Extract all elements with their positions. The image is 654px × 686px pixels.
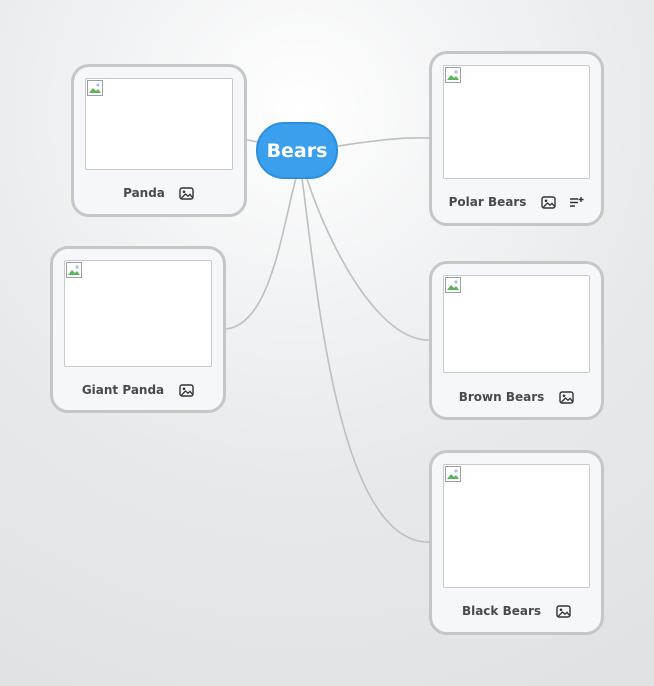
topic-label: Polar Bears — [448, 195, 527, 209]
image-icon[interactable] — [558, 389, 574, 405]
topic-image-placeholder — [443, 464, 590, 588]
notes-icon[interactable] — [568, 194, 584, 210]
broken-image-icon — [445, 277, 461, 293]
topic-image-placeholder — [443, 275, 590, 373]
topic-image-placeholder — [64, 260, 212, 367]
broken-image-icon — [66, 262, 82, 278]
image-icon[interactable] — [179, 185, 195, 201]
broken-image-icon — [445, 67, 461, 83]
connector-polar-bears — [337, 137, 431, 147]
broken-image-icon — [445, 466, 461, 482]
topic-image-placeholder — [85, 78, 233, 170]
topic-label: Black Bears — [461, 604, 542, 618]
topic-label: Giant Panda — [81, 383, 165, 397]
broken-image-icon — [87, 80, 103, 96]
topic-black-bears[interactable]: Black Bears — [429, 450, 604, 635]
central-topic-label: Bears — [266, 139, 328, 162]
image-icon[interactable] — [555, 603, 571, 619]
connector-brown-bears — [305, 175, 431, 341]
topic-brown-bears[interactable]: Brown Bears — [429, 261, 604, 420]
image-icon[interactable] — [178, 382, 194, 398]
central-topic-bears[interactable]: Bears — [256, 122, 338, 179]
topic-image-placeholder — [443, 65, 590, 179]
connector-black-bears — [301, 177, 431, 543]
topic-panda[interactable]: Panda — [71, 64, 247, 217]
topic-label: Panda — [123, 186, 165, 200]
connector-giant-panda — [225, 177, 297, 330]
image-icon[interactable] — [540, 194, 556, 210]
topic-giant-panda[interactable]: Giant Panda — [50, 246, 226, 413]
topic-polar-bears[interactable]: Polar Bears — [429, 51, 604, 226]
topic-label: Brown Bears — [458, 390, 545, 404]
